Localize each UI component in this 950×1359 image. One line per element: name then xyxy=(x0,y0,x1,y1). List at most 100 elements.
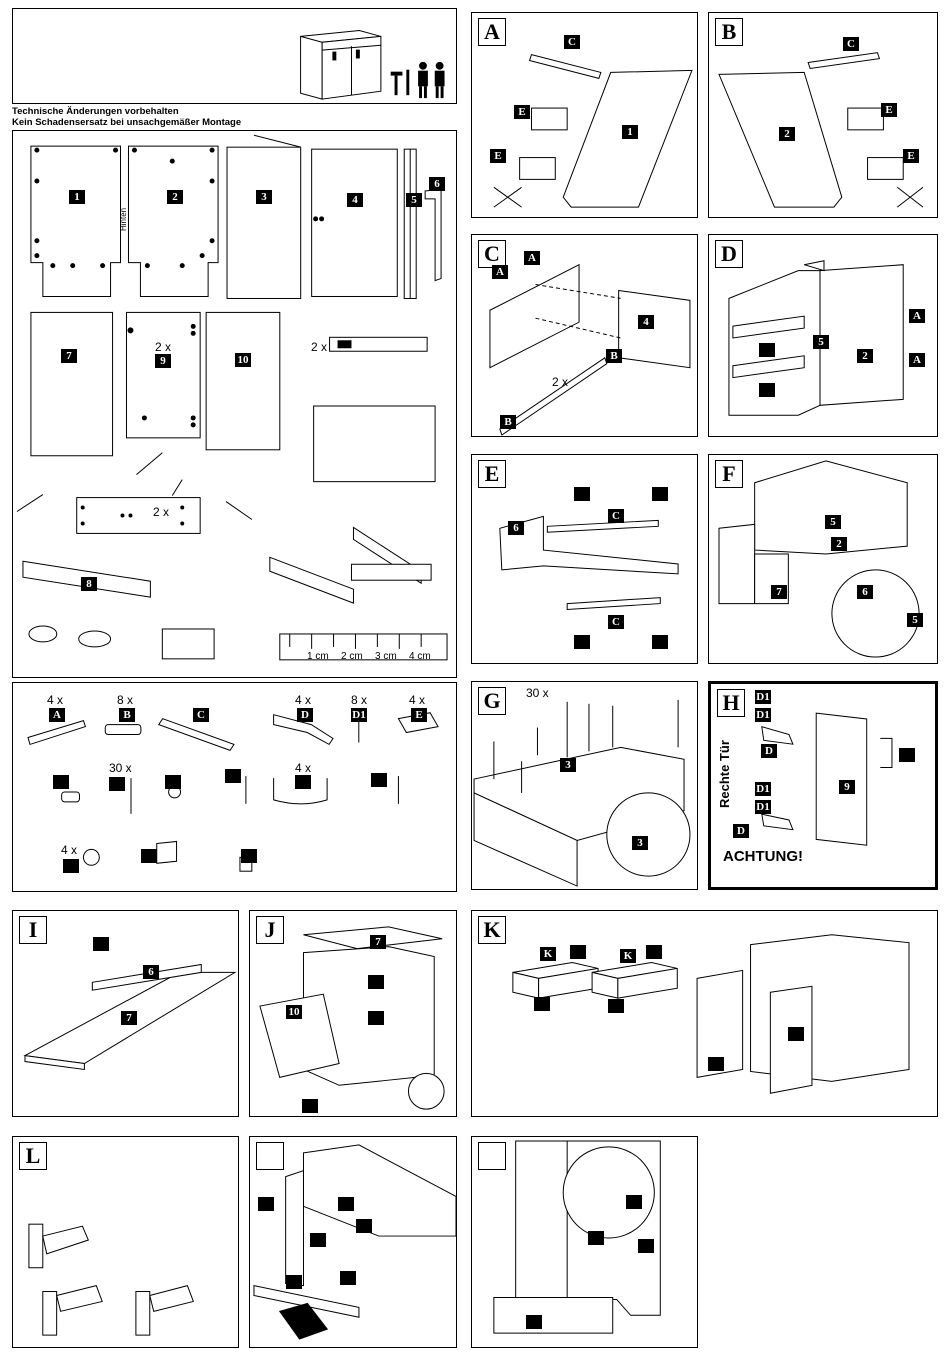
step-letter-L: L xyxy=(19,1142,47,1170)
step-letter-N xyxy=(478,1142,506,1170)
stepB-tag-2: 2 xyxy=(779,127,795,141)
stepK-tag-K2: K xyxy=(620,949,636,963)
step-letter-G: G xyxy=(478,687,506,715)
stepG-tag-3a: 3 xyxy=(560,758,576,772)
parts-drawing xyxy=(16,134,448,661)
hw-tag-blank-6 xyxy=(371,773,387,787)
hw-tag-blank-4 xyxy=(225,769,241,783)
hinten-label: Hinten xyxy=(119,207,128,231)
step-letter-F: F xyxy=(715,460,743,488)
stepG-qty: 30 x xyxy=(526,686,549,700)
part-label-3: 3 xyxy=(256,190,272,204)
stepB-tag-C: C xyxy=(843,37,859,51)
step-N xyxy=(471,1136,698,1348)
step-letter-A: A xyxy=(478,18,506,46)
stepC-tag-B2: B xyxy=(500,415,516,429)
step-letter-B: B xyxy=(715,18,743,46)
notice-changes: Technische Änderungen vorbehalten xyxy=(12,106,179,117)
stepJ-tag-7: 7 xyxy=(370,935,386,949)
stepE-tag-blank-2 xyxy=(652,487,668,501)
qty-rail: 2 x xyxy=(311,340,328,354)
hw-code-D: D xyxy=(297,708,313,722)
part-label-7: 7 xyxy=(61,349,77,363)
stepN-tag-blank-4 xyxy=(526,1315,542,1329)
stepF-tag-5: 5 xyxy=(825,515,841,529)
stepE-tag-C2: C xyxy=(608,615,624,629)
stepM-tag-blank-4 xyxy=(310,1233,326,1247)
stepH-tag-D1a: D1 xyxy=(755,690,771,704)
step-B-drawing xyxy=(718,52,924,208)
stepK-tag-blank-6 xyxy=(788,1027,804,1041)
stepE-tag-blank-4 xyxy=(652,635,668,649)
stepC-qty: 2 x xyxy=(552,375,569,389)
stepH-tag-D1b: D1 xyxy=(755,708,771,722)
stepK-tag-blank-1 xyxy=(570,945,586,959)
stepJ-tag-10: 10 xyxy=(286,1005,302,1019)
parts-panel: 1 2 3 4 5 6 7 9 10 8 2 x 2 x 2 x Hinten … xyxy=(12,130,457,678)
stepN-tag-blank-3 xyxy=(638,1239,654,1253)
stepB-tag-E1: E xyxy=(881,103,897,117)
stepF-tag-6: 6 xyxy=(857,585,873,599)
step-I: I 6 7 xyxy=(12,910,239,1117)
hw-code-E: E xyxy=(411,708,427,722)
stepH-warning: ACHTUNG! xyxy=(723,848,803,865)
stepK-tag-blank-3 xyxy=(534,997,550,1011)
hw-tag-blank-1 xyxy=(53,775,69,789)
hw-code-B: B xyxy=(119,708,135,722)
part-label-5: 5 xyxy=(406,193,422,207)
step-letter-K: K xyxy=(478,916,506,944)
stepE-tag-6: 6 xyxy=(508,521,524,535)
stepD-tag-A1: A xyxy=(909,309,925,323)
stepK-tag-blank-4 xyxy=(608,999,624,1013)
step-M-drawing xyxy=(253,1144,456,1340)
part-label-8: 8 xyxy=(81,577,97,591)
step-letter-E: E xyxy=(478,460,506,488)
part-label-6: 6 xyxy=(429,177,445,191)
stepH-tag-D: D xyxy=(761,744,777,758)
stepM-tag-blank-2 xyxy=(338,1197,354,1211)
ruler-label-4: 4 cm xyxy=(409,651,431,662)
stepE-tag-blank-1 xyxy=(574,487,590,501)
ruler-label-3: 3 cm xyxy=(375,651,397,662)
stepM-tag-blank-6 xyxy=(340,1271,356,1285)
hw-tag-blank-2 xyxy=(109,777,125,791)
stepH-tag-9: 9 xyxy=(839,780,855,794)
step-letter-D: D xyxy=(715,240,743,268)
stepI-tag-7: 7 xyxy=(121,1011,137,1025)
part-label-9: 9 xyxy=(155,354,171,368)
hw-tag-blank-7 xyxy=(63,859,79,873)
part-label-4: 4 xyxy=(347,193,363,207)
hw-qty-caps: 4 x xyxy=(61,843,78,857)
stepM-tag-blank-1 xyxy=(258,1197,274,1211)
stepD-tag-blank-2 xyxy=(759,383,775,397)
stepN-tag-blank-1 xyxy=(626,1195,642,1209)
stepM-tag-blank-5 xyxy=(286,1275,302,1289)
step-K: K K K xyxy=(471,910,938,1117)
stepD-tag-5: 5 xyxy=(813,335,829,349)
stepH-tag-D1d: D1 xyxy=(755,800,771,814)
stepK-tag-blank-5 xyxy=(708,1057,724,1071)
step-F: F 5 2 7 6 5 xyxy=(708,454,938,664)
hardware-panel: 4 x A 8 x B C 4 x D 8 x D1 4 x E 30 x 4 … xyxy=(12,682,457,892)
cabinet-illustration xyxy=(300,30,445,100)
step-H: H D1 D1 D D1 D1 D 9 Rechte Tür ACHTUNG! xyxy=(708,681,938,890)
hw-code-C: C xyxy=(193,708,209,722)
step-letter-C: C xyxy=(478,240,506,268)
hw-qty-D: 4 x xyxy=(295,693,312,707)
step-C: C A A 4 B B 2 x xyxy=(471,234,698,437)
step-N-drawing xyxy=(493,1140,661,1334)
stepA-tag-E2: E xyxy=(490,149,506,163)
hw-tag-blank-9 xyxy=(241,849,257,863)
stepH-tag-D1c: D1 xyxy=(755,782,771,796)
step-letter-H: H xyxy=(717,689,745,717)
hw-qty-E: 4 x xyxy=(409,693,426,707)
stepI-tag-6: 6 xyxy=(143,965,159,979)
notice-liability: Kein Schadensersatz bei unsachgemäßer Mo… xyxy=(12,117,242,128)
hw-code-D1: D1 xyxy=(351,708,367,722)
stepH-tag-D2: D xyxy=(733,824,749,838)
step-C-drawing xyxy=(489,263,691,436)
hw-tag-blank-8 xyxy=(141,849,157,863)
step-J: J 7 10 xyxy=(249,910,457,1117)
stepE-tag-C1: C xyxy=(608,509,624,523)
step-M xyxy=(249,1136,457,1348)
